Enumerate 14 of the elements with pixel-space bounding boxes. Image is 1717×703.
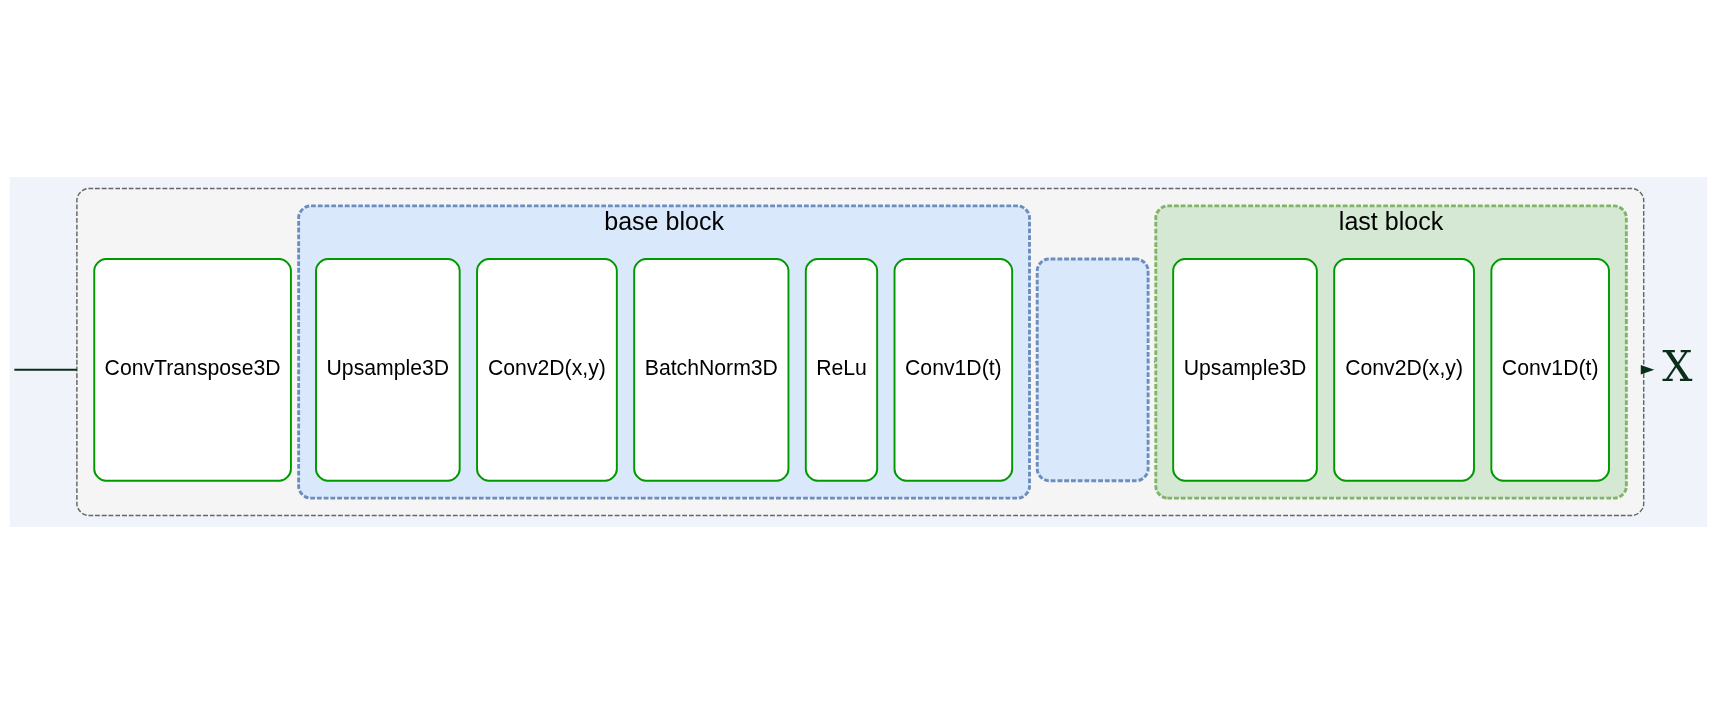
node-box: Upsample3D bbox=[315, 257, 461, 482]
cluster bbox=[76, 187, 1645, 516]
node-box: ReLu bbox=[804, 257, 879, 482]
node-box: ConvTranspose3D bbox=[93, 257, 292, 482]
node-text: X bbox=[1662, 341, 1693, 391]
node-box bbox=[1035, 257, 1150, 482]
node-box: BatchNorm3D bbox=[633, 257, 790, 482]
connector bbox=[13, 368, 78, 371]
connector bbox=[1147, 360, 1157, 363]
node-box: Conv2D(x,y) bbox=[476, 257, 618, 482]
node-box: Upsample3D bbox=[1172, 257, 1318, 482]
node-box: Conv2D(x,y) bbox=[1333, 257, 1475, 482]
node-box: Conv1D(t) bbox=[1490, 257, 1610, 482]
node-box: Conv1D(t) bbox=[893, 257, 1014, 482]
